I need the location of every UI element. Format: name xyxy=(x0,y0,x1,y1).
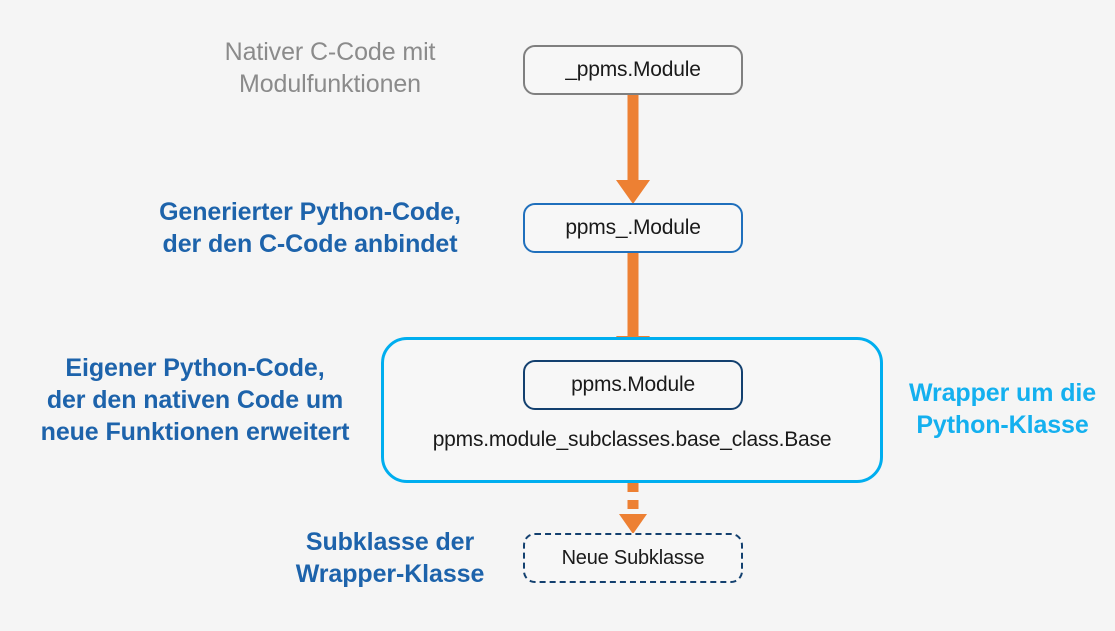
node-new-subclass[interactable]: Neue Subklasse xyxy=(523,533,743,583)
node-generated-module[interactable]: ppms_.Module xyxy=(523,203,743,253)
arrow-wrapper-to-subclass xyxy=(619,483,647,534)
node-wrapper-module[interactable]: ppms.Module xyxy=(523,360,743,410)
wrapper-container-box xyxy=(381,337,883,483)
label-own-python-code: Eigener Python-Code, der den nativen Cod… xyxy=(40,354,350,446)
label-subclass-of-wrapper: Subklasse der Wrapper-Klasse xyxy=(295,528,485,588)
arrow-native-to-generated xyxy=(616,95,650,204)
base-class-label: ppms.module_subclasses.base_class.Base xyxy=(432,428,832,451)
label-native-c-code: Nativer C-Code mit Modulfunktionen xyxy=(224,38,436,98)
label-generated-python-code: Generierter Python-Code, der den C-Code … xyxy=(159,198,461,258)
label-wrapper-python-class: Wrapper um die Python-Klasse xyxy=(908,379,1097,439)
node-native-module[interactable]: _ppms.Module xyxy=(523,45,743,95)
